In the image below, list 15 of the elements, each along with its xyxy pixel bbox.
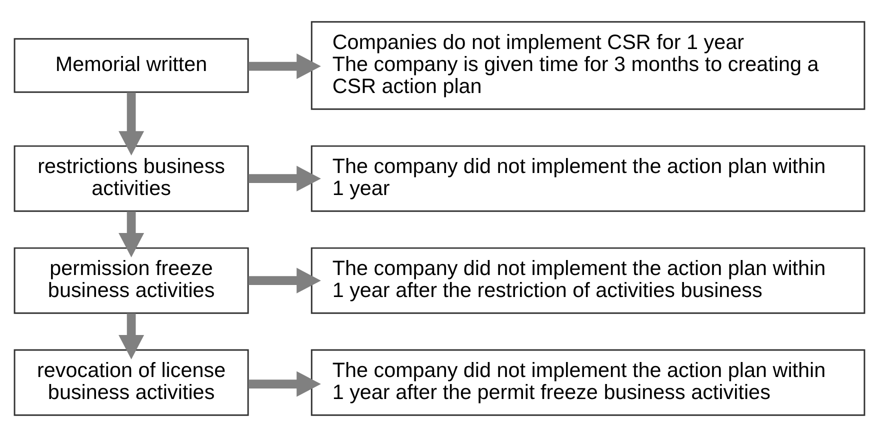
node-box: The company did not implement the action plan within 1 year <box>310 145 866 212</box>
node-box: permission freeze business activities <box>14 247 249 314</box>
node-box: restrictions business activities <box>14 145 249 212</box>
node-box: The company did not implement the action plan within 1 year after the permit freeze business activities <box>310 349 866 416</box>
node-box: Memorial written <box>14 38 249 93</box>
arrow <box>118 211 144 258</box>
arrow <box>248 53 321 80</box>
arrow <box>118 92 144 156</box>
node-box: Companies do not implement CSR for 1 year The company is given time for 3 months to creating a CSR action plan <box>310 21 866 110</box>
arrow <box>118 313 144 360</box>
arrow <box>248 166 321 192</box>
arrow <box>248 371 321 397</box>
arrow <box>248 268 321 294</box>
node-box: revocation of license business activities <box>14 349 249 416</box>
node-box: The company did not implement the action plan within 1 year after the restriction of activities business <box>310 247 866 314</box>
